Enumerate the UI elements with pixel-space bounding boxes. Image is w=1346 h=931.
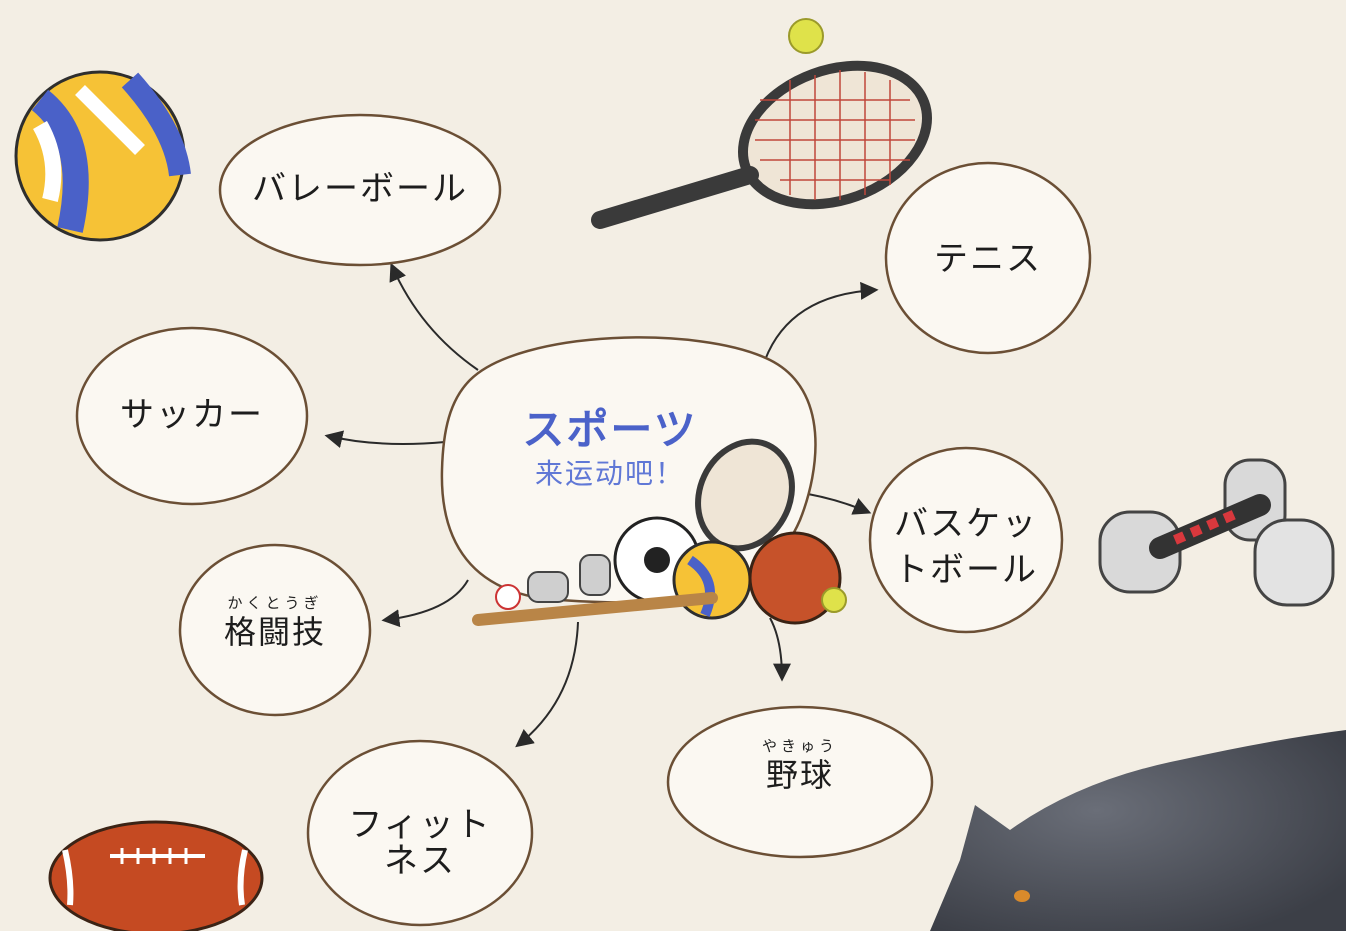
- arrow-to-soccer: [324, 430, 446, 449]
- node-baseball: やきゅう 野球: [720, 737, 880, 795]
- hub-title: スポーツ: [522, 405, 698, 454]
- bubble-soccer: [75, 326, 309, 506]
- node-basketball-line2: トボール: [894, 549, 1038, 590]
- node-martial-arts-label: 格闘技: [223, 613, 326, 652]
- node-baseball-ruby: やきゅう: [761, 737, 838, 755]
- node-tennis: テニス: [896, 239, 1080, 279]
- bubble-basketball: [868, 446, 1064, 634]
- bubble-volleyball: [218, 113, 502, 267]
- node-fitness: フィット ネス: [330, 805, 510, 881]
- node-tennis-label: テニス: [934, 239, 1042, 279]
- node-soccer: サッカー: [90, 395, 294, 435]
- node-soccer-label: サッカー: [120, 395, 264, 435]
- hub-subtitle: 来运动吧！: [534, 457, 685, 490]
- bubble-fitness: [306, 739, 534, 927]
- volleyball-illustration: [14, 70, 191, 242]
- node-baseball-label: 野球: [765, 756, 834, 795]
- node-fitness-line1: フィット: [348, 805, 492, 845]
- cat-photo: [930, 730, 1346, 931]
- arrow-to-martial-arts: [381, 579, 469, 628]
- dumbbell-illustration: [1098, 458, 1335, 607]
- node-volleyball-label: バレーボール: [252, 169, 468, 209]
- tennis-racket-illustration: [591, 18, 932, 229]
- bubble-tennis: [884, 161, 1092, 355]
- arrow-to-baseball: [769, 617, 791, 682]
- node-fitness-line2: ネス: [384, 840, 456, 881]
- football-illustration: [48, 820, 264, 931]
- node-volleyball: バレーボール: [230, 169, 490, 209]
- connector-arrows: [324, 262, 879, 748]
- bubble-baseball: [666, 705, 934, 859]
- node-basketball-line1: バスケッ: [894, 504, 1038, 544]
- bubbles: [75, 113, 1092, 927]
- equipment-pile-illustration: [472, 438, 847, 626]
- node-martial-arts-ruby: かくとうぎ: [227, 594, 323, 612]
- bubble-martial-arts: [178, 543, 372, 717]
- arrow-to-fitness: [515, 621, 579, 748]
- arrow-to-tennis: [764, 281, 879, 361]
- node-martial-arts: かくとうぎ 格闘技: [195, 594, 355, 652]
- arrow-to-volleyball: [389, 262, 479, 371]
- node-basketball: バスケッ トボール: [886, 502, 1046, 594]
- arrow-to-basketball: [807, 493, 872, 515]
